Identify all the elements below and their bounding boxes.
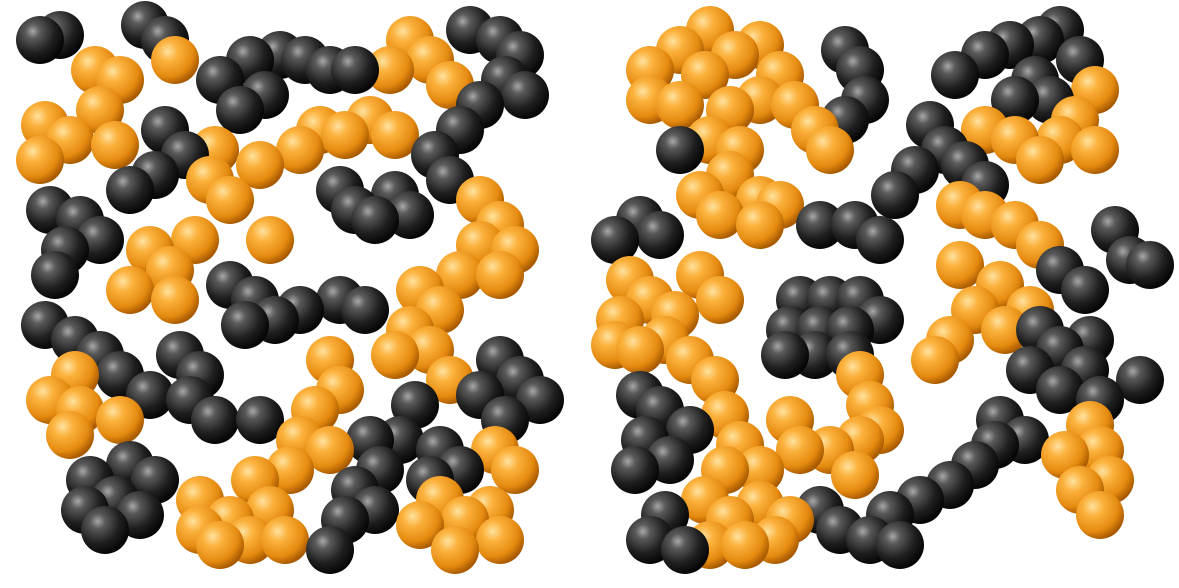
black-bead <box>1061 266 1109 314</box>
black-bead <box>856 216 904 264</box>
black-bead <box>1126 241 1174 289</box>
black-bead <box>516 376 564 424</box>
orange-bead <box>196 521 244 569</box>
orange-bead <box>306 426 354 474</box>
orange-bead <box>1076 491 1124 539</box>
orange-bead <box>321 111 369 159</box>
left-bead-cluster <box>16 1 564 574</box>
black-bead <box>876 521 924 569</box>
black-bead <box>31 251 79 299</box>
orange-bead <box>436 251 484 299</box>
orange-bead <box>366 46 414 94</box>
black-bead <box>591 216 639 264</box>
orange-bead <box>656 81 704 129</box>
orange-bead <box>261 516 309 564</box>
orange-bead <box>476 516 524 564</box>
black-bead <box>81 506 129 554</box>
black-bead <box>796 201 844 249</box>
orange-bead <box>236 141 284 189</box>
black-bead <box>656 126 704 174</box>
orange-bead <box>46 411 94 459</box>
black-bead <box>1116 356 1164 404</box>
orange-bead <box>1016 136 1064 184</box>
black-bead <box>306 526 354 574</box>
orange-bead <box>96 396 144 444</box>
right-bead-cluster <box>591 6 1174 574</box>
black-bead <box>351 196 399 244</box>
orange-bead <box>91 121 139 169</box>
orange-bead <box>476 251 524 299</box>
orange-bead <box>736 446 784 494</box>
orange-bead <box>246 216 294 264</box>
orange-bead <box>911 336 959 384</box>
orange-bead <box>106 266 154 314</box>
orange-bead <box>696 191 744 239</box>
black-bead <box>991 76 1039 124</box>
black-bead <box>236 396 284 444</box>
black-bead <box>931 51 979 99</box>
black-bead <box>341 286 389 334</box>
orange-bead <box>276 126 324 174</box>
black-bead <box>761 331 809 379</box>
orange-bead <box>936 241 984 289</box>
orange-bead <box>491 446 539 494</box>
orange-bead <box>431 526 479 574</box>
orange-bead <box>616 326 664 374</box>
orange-bead <box>371 331 419 379</box>
orange-bead <box>1071 126 1119 174</box>
black-bead <box>611 446 659 494</box>
orange-bead <box>696 276 744 324</box>
black-bead <box>1036 366 1084 414</box>
orange-bead <box>806 126 854 174</box>
black-bead <box>331 46 379 94</box>
black-bead <box>871 171 919 219</box>
black-bead <box>221 301 269 349</box>
orange-bead <box>396 501 444 549</box>
orange-bead <box>151 276 199 324</box>
black-bead <box>106 166 154 214</box>
orange-bead <box>736 201 784 249</box>
orange-bead <box>981 306 1029 354</box>
black-bead <box>191 396 239 444</box>
black-bead <box>636 211 684 259</box>
black-bead <box>501 71 549 119</box>
black-bead <box>386 191 434 239</box>
orange-bead <box>721 521 769 569</box>
orange-bead <box>151 36 199 84</box>
black-bead <box>661 526 709 574</box>
orange-bead <box>371 111 419 159</box>
orange-bead <box>831 451 879 499</box>
orange-bead <box>16 136 64 184</box>
orange-bead <box>776 426 824 474</box>
black-bead <box>16 16 64 64</box>
orange-bead <box>206 176 254 224</box>
black-bead <box>216 86 264 134</box>
